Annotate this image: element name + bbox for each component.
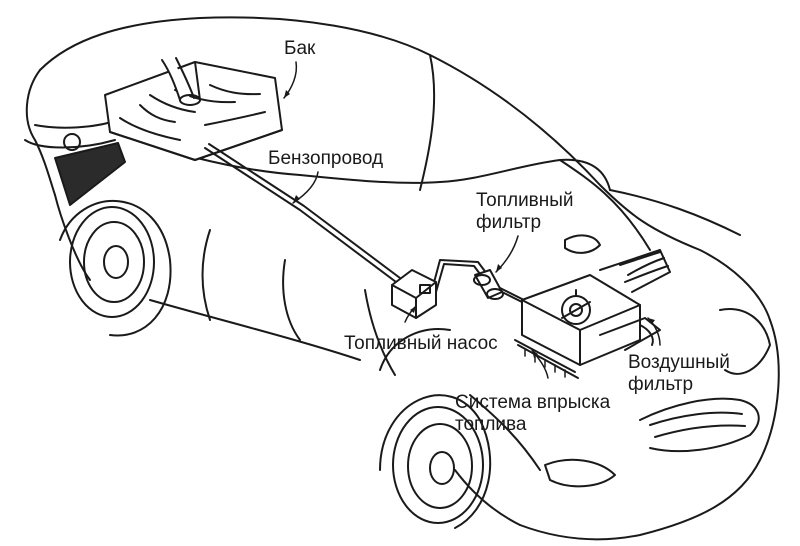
label-tank: Бак <box>284 38 315 60</box>
tail-light <box>55 143 125 205</box>
label-air-filter-line1: Воздушный <box>628 352 730 374</box>
label-fuel-filter-line1: Топливный <box>476 190 574 212</box>
label-air-filter-line2: фильтр <box>628 374 730 396</box>
label-fuel-filter-line2: фильтр <box>476 212 574 234</box>
label-fuel-filter: Топливный фильтр <box>476 190 574 234</box>
label-fuel-line: Бензопровод <box>268 148 383 170</box>
label-injection-system-line1: Система впрыска <box>455 392 610 414</box>
label-air-filter: Воздушный фильтр <box>628 352 730 396</box>
fuel-filter <box>474 270 503 299</box>
rear-wheel <box>60 201 171 336</box>
label-fuel-pump: Топливный насос <box>344 333 498 355</box>
label-injection-system-line2: топлива <box>455 414 610 436</box>
label-injection-system: Система впрыска топлива <box>455 392 610 436</box>
fuel-tank <box>105 58 282 160</box>
